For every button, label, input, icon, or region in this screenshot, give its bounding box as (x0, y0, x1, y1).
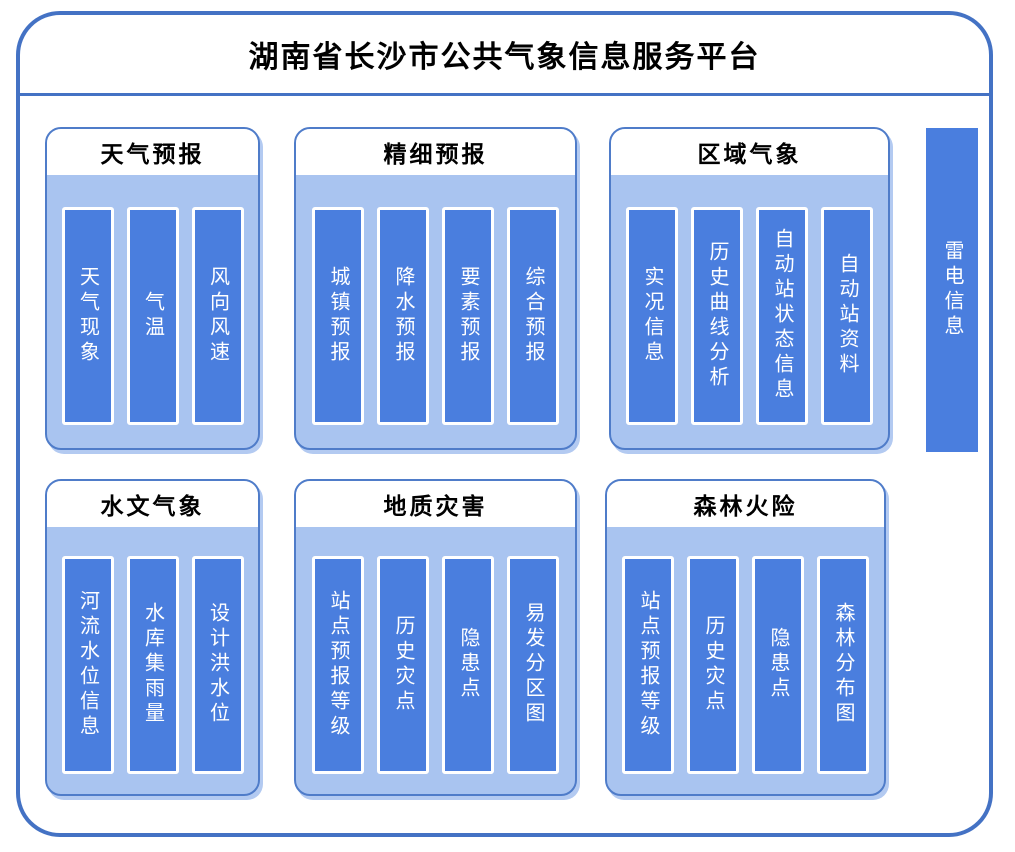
item-label: 要素预报 (457, 265, 479, 366)
item-bar-temperature: 气温 (126, 206, 179, 425)
item-bar-forest-distribution-map: 森林分布图 (817, 555, 869, 774)
panel-fine-forecast-body: 城镇预报 降水预报 要素预报 综合预报 (296, 175, 575, 448)
item-label: 水库集雨量 (141, 602, 164, 727)
item-label: 综合预报 (522, 265, 544, 366)
item-bar-history-curve-analysis: 历史曲线分析 (691, 206, 743, 425)
item-label: 易发分区图 (522, 602, 544, 727)
item-bar-design-flood-level: 设计洪水位 (191, 555, 244, 774)
item-label: 森林分布图 (832, 602, 854, 727)
item-bar-historical-disaster-points: 历史灾点 (687, 555, 739, 774)
item-label: 站点预报等级 (637, 589, 659, 740)
item-label: 历史灾点 (392, 614, 414, 715)
panel-fine-forecast: 精细预报 城镇预报 降水预报 要素预报 综合预报 (294, 127, 577, 450)
panel-forest-fire-risk-title: 森林火险 (607, 481, 884, 527)
panel-regional-weather-title: 区域气象 (611, 129, 888, 175)
lightning-info-bar: 雷电信息 (926, 128, 978, 452)
item-bar-reservoir-rainfall: 水库集雨量 (126, 555, 179, 774)
item-label: 自动站资料 (836, 253, 858, 378)
item-bar-element-forecast: 要素预报 (442, 206, 494, 425)
item-label: 气温 (141, 290, 164, 341)
panel-weather-forecast-title: 天气预报 (47, 129, 258, 175)
item-bar-town-forecast: 城镇预报 (312, 206, 364, 425)
item-label: 实况信息 (641, 265, 663, 366)
item-bar-precipitation-forecast: 降水预报 (377, 206, 429, 425)
panel-geological-disaster: 地质灾害 站点预报等级 历史灾点 隐患点 易发分区图 (294, 479, 577, 796)
panel-forest-fire-risk: 森林火险 站点预报等级 历史灾点 隐患点 森林分布图 (605, 479, 886, 796)
panel-fine-forecast-title: 精细预报 (296, 129, 575, 175)
title-bar: 湖南省长沙市公共气象信息服务平台 (20, 15, 989, 96)
lightning-info-label: 雷电信息 (941, 240, 963, 340)
panel-hydrology-weather-title: 水文气象 (47, 481, 258, 527)
item-bar-live-info: 实况信息 (626, 206, 678, 425)
item-label: 设计洪水位 (206, 602, 229, 727)
item-bar-river-water-level: 河流水位信息 (61, 555, 114, 774)
item-bar-auto-station-data: 自动站资料 (821, 206, 873, 425)
item-label: 隐患点 (457, 627, 479, 702)
item-bar-station-forecast-level: 站点预报等级 (622, 555, 674, 774)
item-bar-historical-disaster-points: 历史灾点 (377, 555, 429, 774)
panel-hydrology-weather: 水文气象 河流水位信息 水库集雨量 设计洪水位 (45, 479, 260, 796)
item-bar-auto-station-status: 自动站状态信息 (756, 206, 808, 425)
item-bar-hidden-danger-points: 隐患点 (442, 555, 494, 774)
item-label: 河流水位信息 (76, 589, 99, 740)
item-label: 历史曲线分析 (706, 240, 728, 391)
item-label: 自动站状态信息 (771, 228, 793, 403)
panel-geological-disaster-body: 站点预报等级 历史灾点 隐患点 易发分区图 (296, 527, 575, 794)
item-bar-hidden-danger-points: 隐患点 (752, 555, 804, 774)
item-label: 天气现象 (76, 265, 99, 366)
item-bar-weather-phenomena: 天气现象 (61, 206, 114, 425)
item-bar-station-forecast-level: 站点预报等级 (312, 555, 364, 774)
page-title: 湖南省长沙市公共气象信息服务平台 (248, 41, 761, 74)
panel-regional-weather: 区域气象 实况信息 历史曲线分析 自动站状态信息 自动站资料 (609, 127, 890, 450)
item-bar-wind: 风向风速 (191, 206, 244, 425)
panel-forest-fire-risk-body: 站点预报等级 历史灾点 隐患点 森林分布图 (607, 527, 884, 794)
panel-regional-weather-body: 实况信息 历史曲线分析 自动站状态信息 自动站资料 (611, 175, 888, 448)
panel-geological-disaster-title: 地质灾害 (296, 481, 575, 527)
panel-weather-forecast: 天气预报 天气现象 气温 风向风速 (45, 127, 260, 450)
item-label: 隐患点 (767, 627, 789, 702)
panel-weather-forecast-body: 天气现象 气温 风向风速 (47, 175, 258, 448)
item-label: 历史灾点 (702, 614, 724, 715)
item-bar-prone-zone-map: 易发分区图 (507, 555, 559, 774)
item-bar-comprehensive-forecast: 综合预报 (507, 206, 559, 425)
item-label: 城镇预报 (327, 265, 349, 366)
item-label: 站点预报等级 (327, 589, 349, 740)
item-label: 风向风速 (206, 265, 229, 366)
panel-hydrology-weather-body: 河流水位信息 水库集雨量 设计洪水位 (47, 527, 258, 794)
item-label: 降水预报 (392, 265, 414, 366)
